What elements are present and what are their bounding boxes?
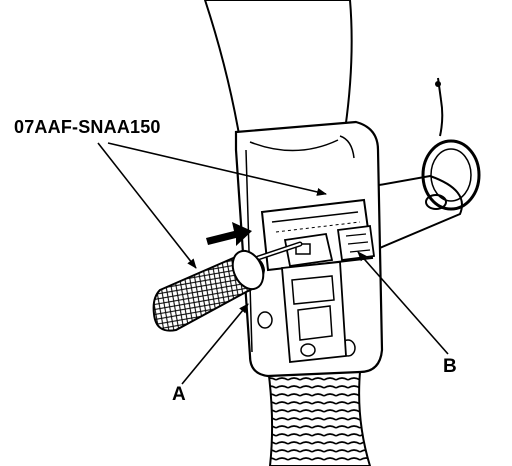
- part-number-label: 07AAF-SNAA150: [14, 117, 161, 137]
- hanging-ring: [421, 77, 481, 211]
- leader-lines: [97, 142, 449, 385]
- latch-mechanism: [281, 261, 347, 363]
- buckle-stalk-cover: [266, 366, 372, 466]
- seat-belt-webbing: [203, 0, 353, 142]
- connector-opening: [260, 198, 376, 272]
- push-direction-arrow: [206, 222, 252, 246]
- special-tool-screwdriver: [152, 241, 303, 332]
- callout-a-label: A: [172, 384, 186, 405]
- callout-b-label: B: [443, 356, 457, 377]
